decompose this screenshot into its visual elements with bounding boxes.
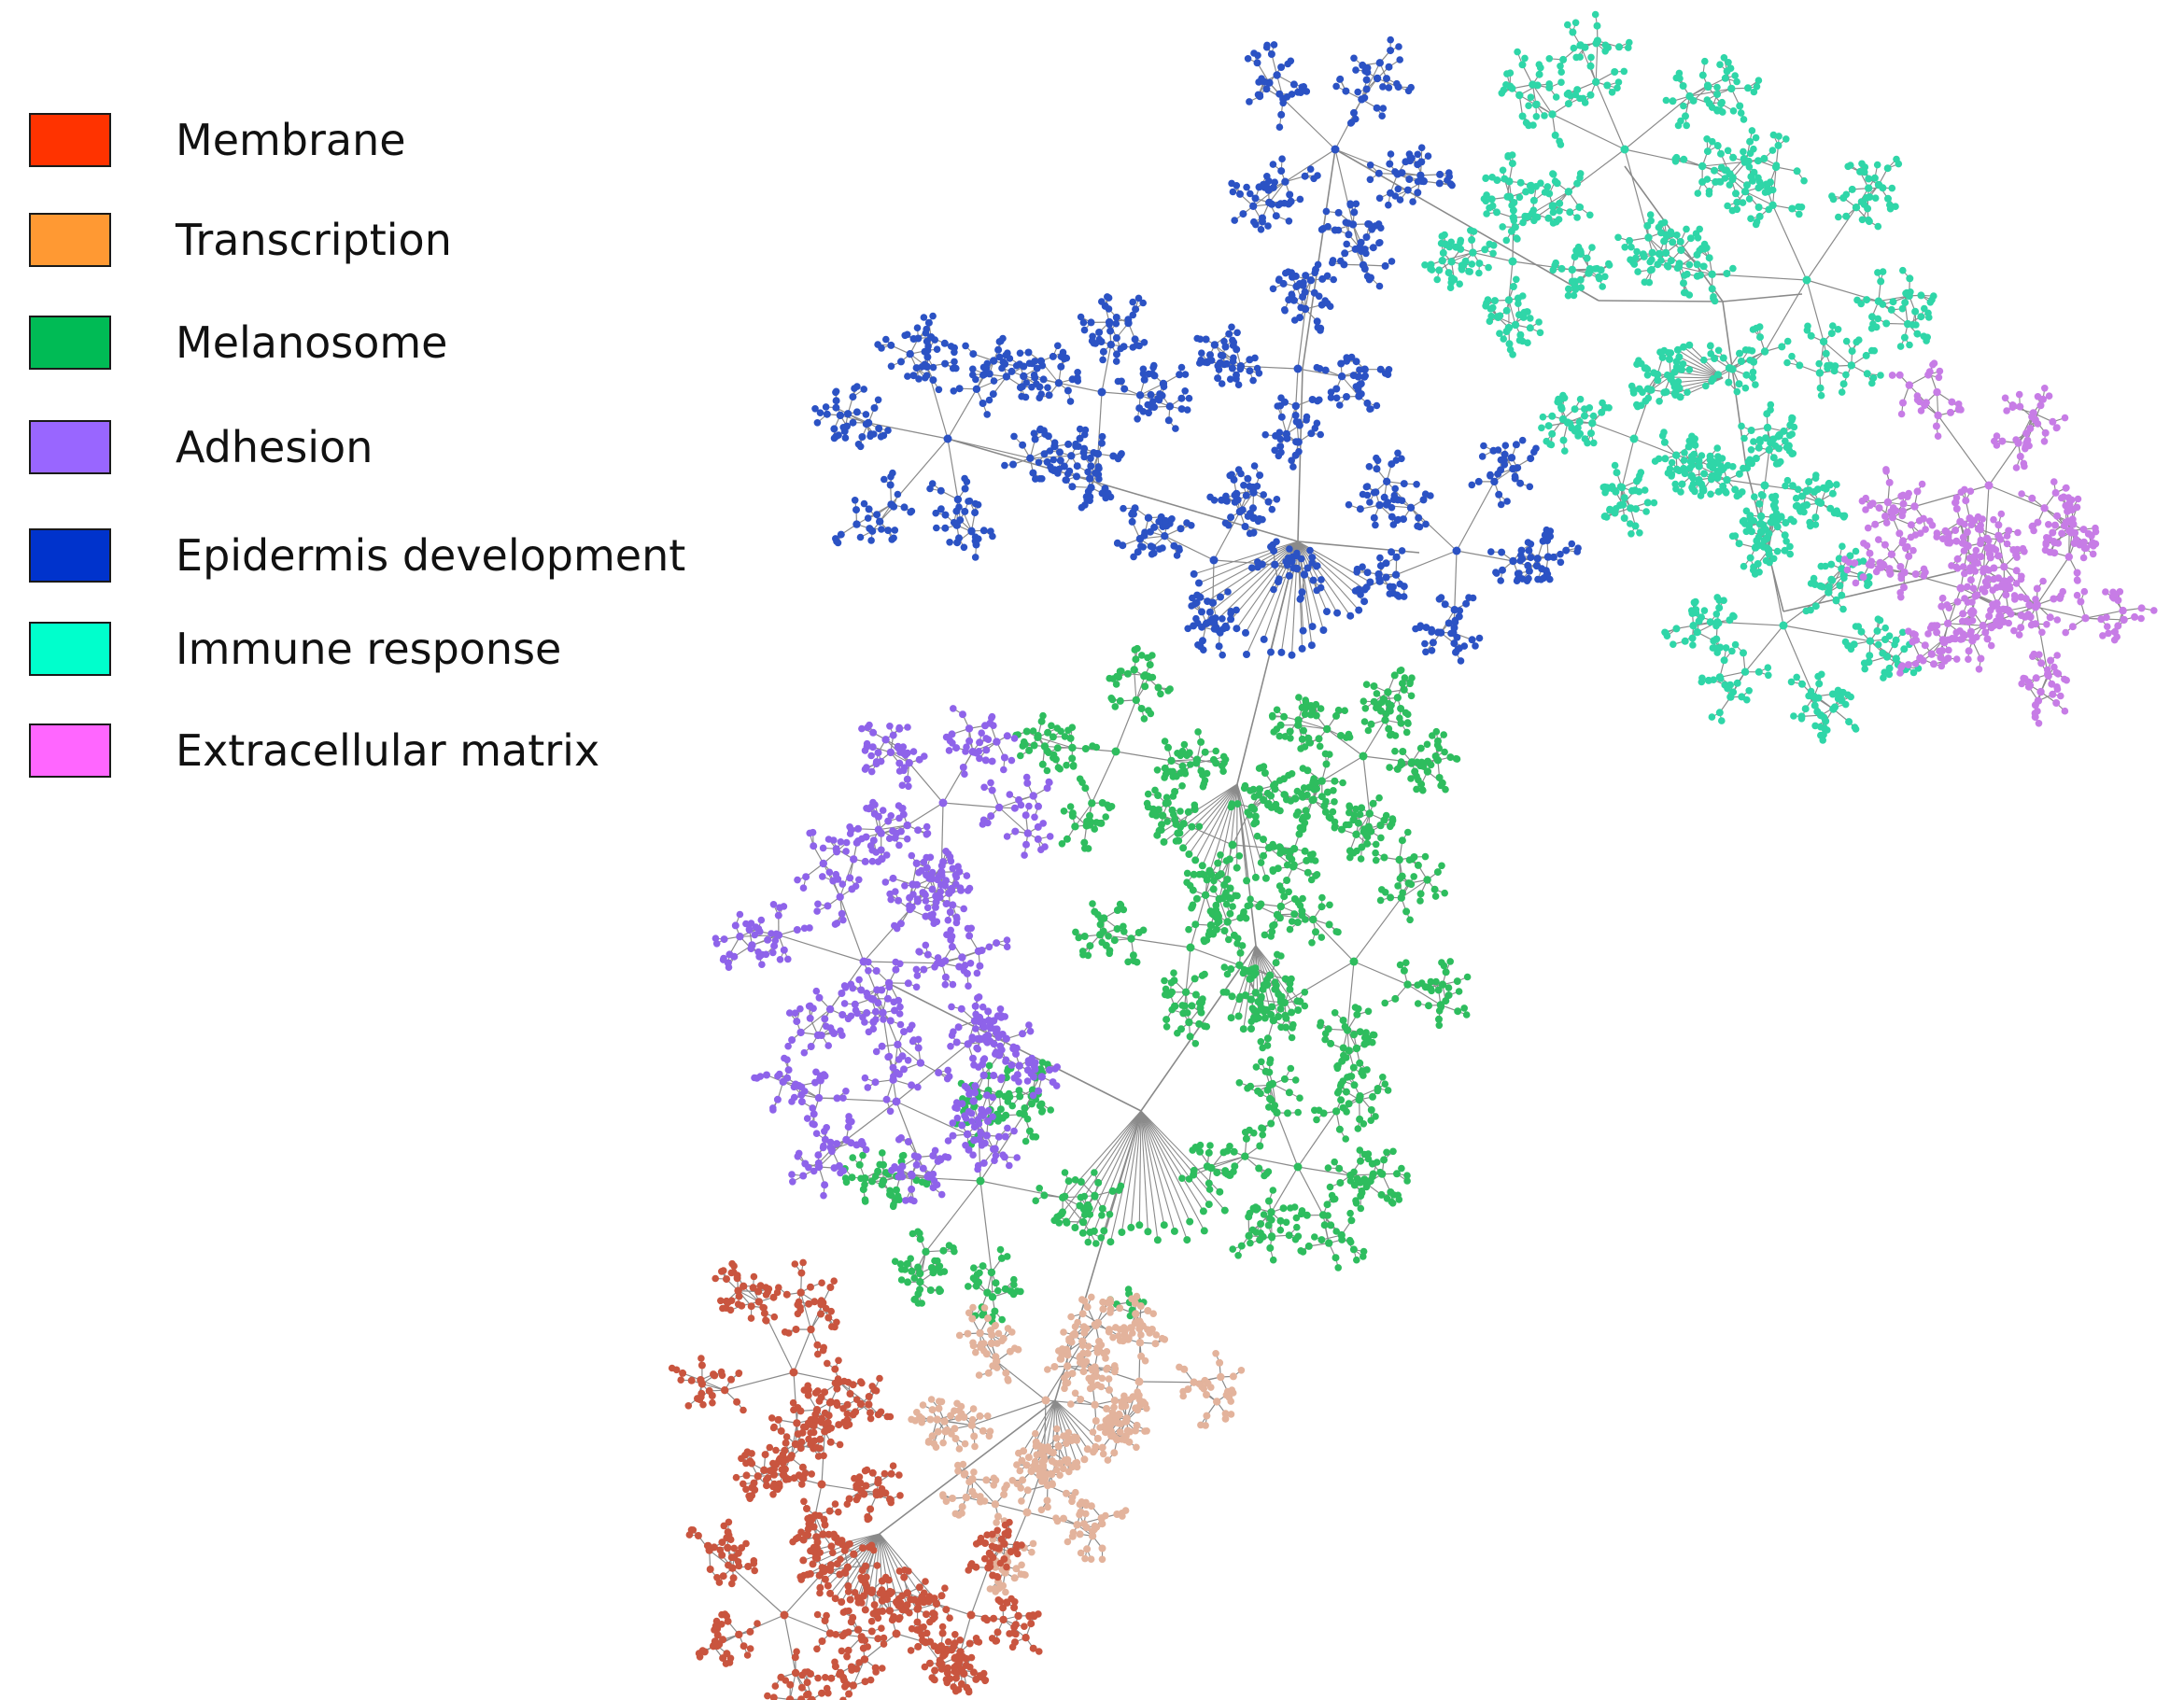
network-edge	[1214, 344, 1242, 367]
network-edge	[1286, 405, 1297, 435]
legend-label-epidermis-development: Epidermis development	[176, 530, 686, 581]
network-edge	[942, 802, 1000, 808]
network-edge	[1285, 148, 1336, 183]
network-edge	[926, 366, 949, 440]
network-edge	[1282, 98, 1336, 150]
network-edge	[1312, 919, 1355, 962]
network-edge	[1115, 751, 1172, 762]
network-edge	[1988, 443, 2020, 486]
legend-swatch-membrane	[29, 113, 111, 167]
network-edge	[1302, 148, 1336, 370]
network-edge	[1624, 148, 1703, 167]
legend-swatch-immune-response	[29, 622, 111, 676]
network-edge	[1395, 550, 1458, 576]
network-edge	[1140, 1110, 1226, 1211]
network-edge	[947, 438, 1031, 459]
network-edge	[907, 802, 944, 826]
legend-swatch-extracellular-matrix	[29, 724, 111, 778]
network-edge	[1454, 550, 1458, 611]
network-edge	[1190, 947, 1240, 966]
legend-label-membrane: Membrane	[176, 115, 406, 165]
network-edge	[1268, 181, 1286, 204]
legend-label-transcription: Transcription	[176, 215, 452, 265]
network-edge	[1232, 844, 1270, 849]
network-edge	[1782, 625, 1815, 697]
legend-item-melanosome: Melanosome	[29, 315, 447, 371]
network-edge	[1592, 422, 1635, 440]
legend-item-membrane: Membrane	[29, 112, 406, 168]
network-edge	[1240, 365, 1299, 370]
network-edge	[1353, 897, 1402, 962]
network-edge	[1937, 414, 1990, 486]
network-edge	[778, 934, 865, 962]
network-edge	[1988, 485, 2045, 509]
network-edge	[1213, 541, 1299, 624]
network-edge	[839, 896, 865, 962]
network-edge	[1334, 148, 1354, 225]
network-edge	[1633, 438, 1677, 457]
network-edge	[1341, 375, 1360, 397]
legend-swatch-transcription	[29, 213, 111, 267]
network-edge	[1252, 181, 1286, 207]
network-edge	[1275, 1112, 1299, 1168]
network-edge	[1140, 945, 1257, 1112]
legend-item-epidermis-development: Epidermis development	[29, 527, 685, 583]
network-edge	[1744, 625, 1784, 673]
network-edge	[1131, 937, 1191, 948]
legend-swatch-melanosome	[29, 316, 111, 370]
legend-label-immune-response: Immune response	[176, 624, 562, 674]
network-edge	[1182, 783, 1238, 849]
network-edge	[909, 762, 944, 804]
network-edge	[1326, 728, 1364, 757]
legend-item-immune-response: Immune response	[29, 621, 561, 677]
network-edge	[1722, 293, 1803, 302]
network-edge	[1212, 559, 1215, 603]
network-edge	[979, 1180, 1064, 1199]
network-edge	[1213, 511, 1241, 561]
legend-item-extracellular-matrix: Extracellular matrix	[29, 723, 599, 779]
network-edge	[1101, 391, 1141, 396]
network-edge	[1140, 1110, 1176, 1232]
network-edge	[1284, 961, 1355, 1004]
legend-label-extracellular-matrix: Extracellular matrix	[176, 725, 600, 776]
network-edge	[947, 438, 959, 500]
network-edge	[1598, 300, 1724, 302]
network-edge	[879, 1399, 1056, 1535]
network-edge	[1304, 280, 1312, 310]
network-edge	[1621, 438, 1635, 488]
network-edge	[1346, 961, 1355, 1031]
network-edge	[1360, 63, 1381, 100]
network-edge	[1115, 699, 1137, 752]
network-edge	[1091, 751, 1117, 804]
legend: Membrane Transcription Melanosome Adhesi…	[0, 0, 710, 803]
network-edge	[1764, 449, 1770, 486]
network-edge	[1139, 383, 1164, 396]
network-edge	[1456, 481, 1495, 552]
network-edge	[947, 438, 1299, 542]
network-edge	[1295, 368, 1299, 406]
network-edge	[925, 1180, 981, 1253]
network-edge	[1297, 368, 1303, 542]
legend-label-adhesion: Adhesion	[176, 422, 373, 472]
network-edge	[1245, 1156, 1299, 1168]
network-edge	[947, 388, 978, 440]
network-edge	[2035, 606, 2086, 619]
network-edge	[1726, 479, 1766, 486]
network-edge	[867, 422, 949, 440]
legend-item-adhesion: Adhesion	[29, 419, 373, 475]
legend-swatch-epidermis-development	[29, 528, 111, 583]
legend-item-transcription: Transcription	[29, 212, 452, 268]
network-edge	[979, 1180, 993, 1273]
network-edge	[1362, 755, 1371, 814]
network-edge	[863, 908, 910, 962]
network-edge	[1297, 368, 1343, 377]
network-edge	[1140, 1110, 1205, 1212]
legend-label-melanosome: Melanosome	[176, 317, 448, 368]
legend-swatch-adhesion	[29, 420, 111, 474]
network-edge	[1297, 308, 1306, 370]
network-edge	[1030, 455, 1072, 459]
network-edge	[1334, 148, 1398, 175]
